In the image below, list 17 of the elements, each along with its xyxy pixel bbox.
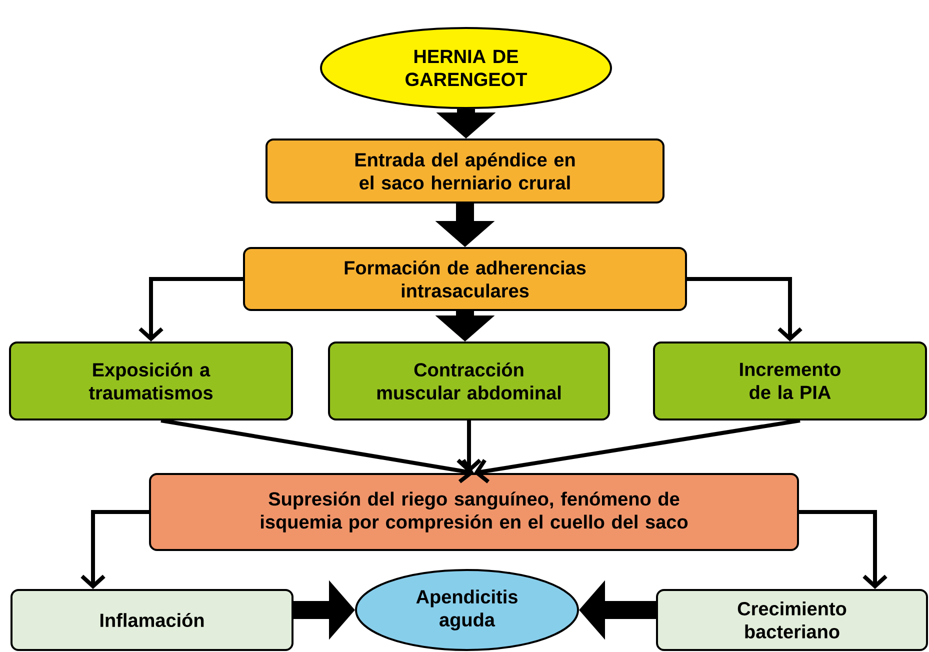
arrow [80, 510, 149, 589]
arrow [687, 277, 802, 342]
arrow [456, 420, 482, 473]
arrow [160, 418, 474, 484]
process-box: Crecimiento bacteriano [656, 589, 928, 651]
arrow [474, 418, 800, 484]
ellipse-node: HERNIA DE GARENGEOT [320, 27, 612, 109]
arrow [138, 277, 243, 342]
process-box: Contracción muscular abdominal [328, 342, 610, 420]
process-box: Entrada del apéndice en el saco herniario crural [266, 138, 664, 204]
process-box: Supresión del riego sanguíneo, fenómeno de isquemia por compresión en el cuello del saco [149, 473, 799, 551]
process-box: Incremento de la PIA [653, 342, 927, 420]
process-box: Inflamación [10, 589, 294, 651]
process-box: Exposición a traumatismos [9, 342, 293, 420]
arrow [799, 510, 888, 589]
process-box: Formación de adherencias intrasaculares [243, 247, 687, 311]
ellipse-node: Apendicitis aguda [355, 569, 579, 651]
